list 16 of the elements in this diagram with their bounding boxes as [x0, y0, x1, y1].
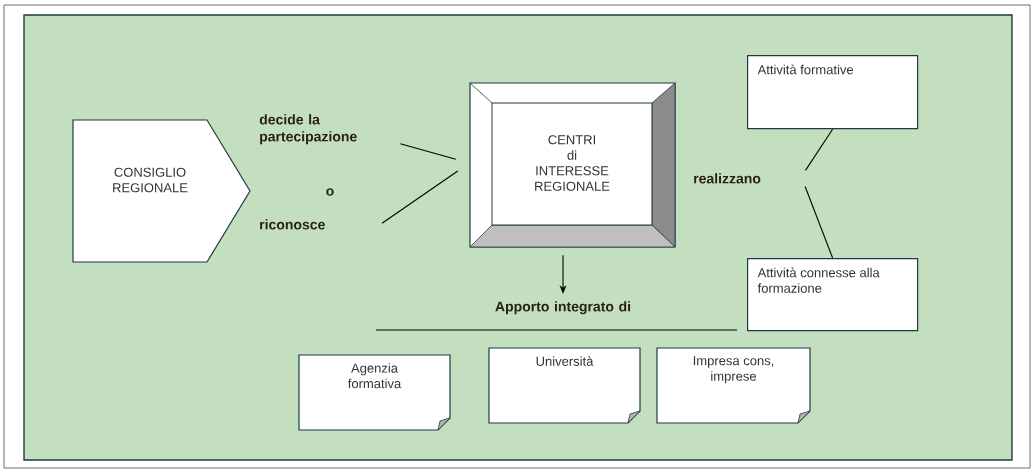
connector-line [804, 186, 834, 259]
connector-line [399, 143, 457, 160]
connector-line [381, 170, 459, 224]
beveled-box: CENTRI di INTERESSE REGIONALE [469, 82, 676, 248]
note-box: Università [488, 347, 641, 424]
text-label: o [326, 188, 334, 196]
text-label: realizzano [694, 173, 761, 184]
note-box: Agenzia formativa [298, 354, 451, 431]
text-box: Attività connesse alla formazione [747, 258, 919, 332]
text-label: Apporto integrato di [495, 301, 631, 315]
text-label: riconosce [260, 219, 325, 230]
note-box: Impresa cons, imprese [656, 347, 811, 424]
arrow-shape-box: CONSIGLIO REGIONALE [72, 119, 251, 263]
text-label: decide la partecipazione [259, 114, 357, 145]
text-box: Attività formative [747, 55, 919, 130]
connector-line [804, 128, 834, 171]
